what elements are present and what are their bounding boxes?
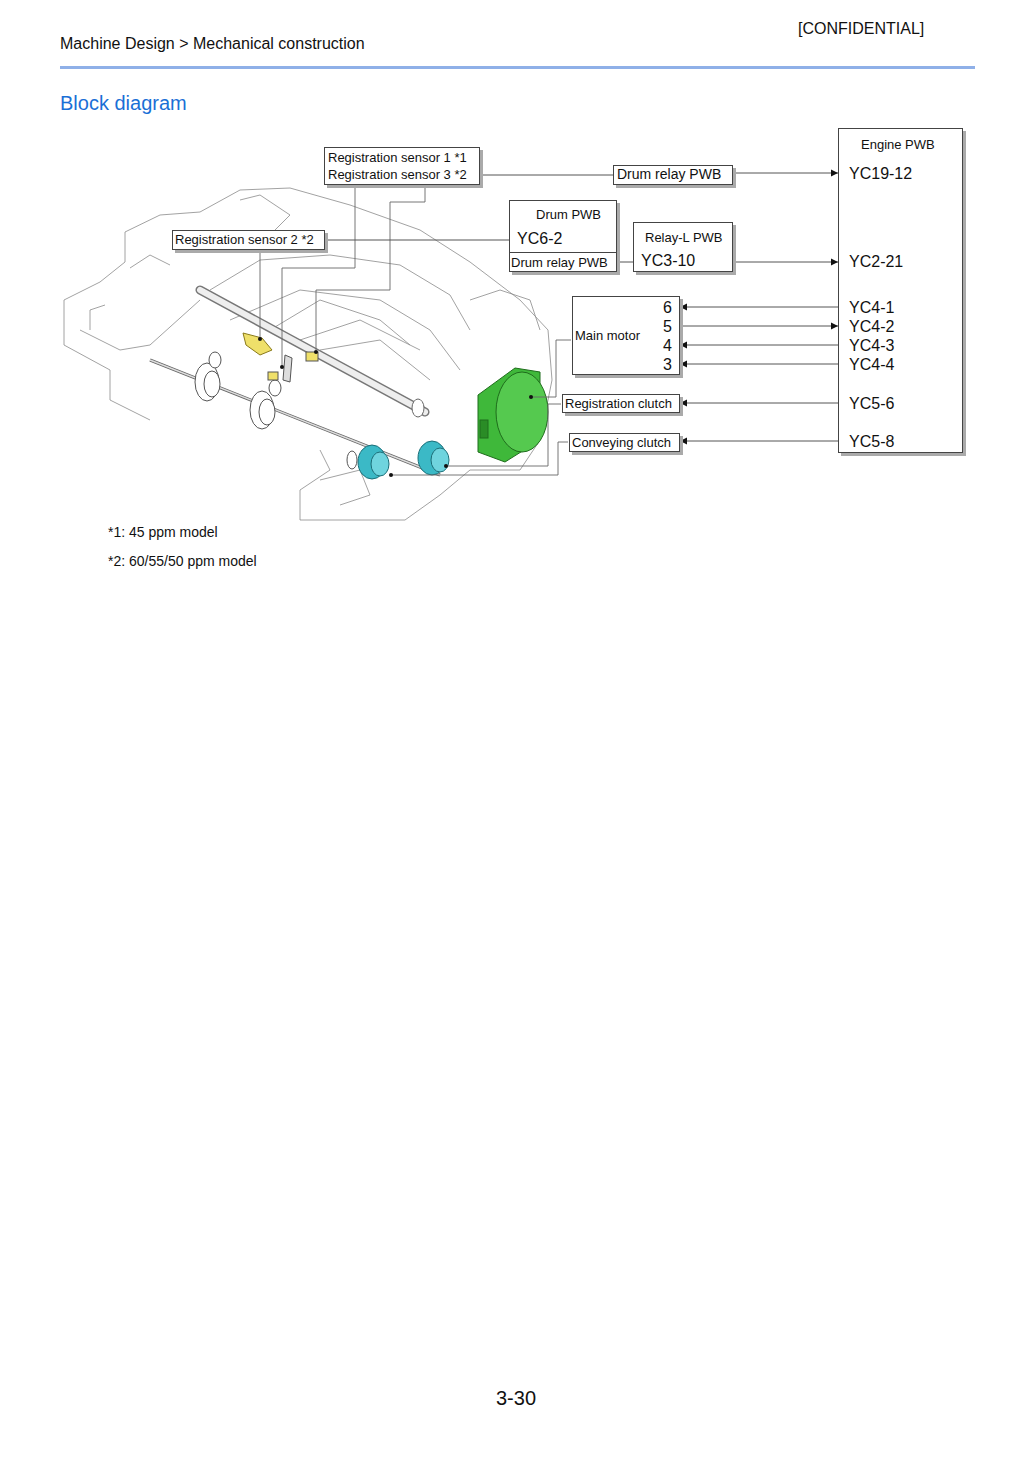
node-text: Main motor	[575, 329, 640, 343]
frame-outline	[64, 188, 552, 520]
main-motor-symbol	[478, 368, 548, 462]
conveying-clutch-symbol	[347, 445, 389, 479]
node-text: YC4-3	[849, 337, 894, 355]
footnote: *1: 45 ppm model	[108, 524, 218, 540]
node-text: YC6-2	[517, 230, 562, 248]
drum-pwb-box: Drum PWB YC6-2Drum relay PWB	[509, 200, 617, 272]
drum-relay-pwb-box: Drum relay PWB	[509, 252, 617, 273]
signal-connector	[325, 240, 509, 241]
signal-connector	[733, 170, 838, 177]
node-text: YC4-2	[849, 318, 894, 336]
drum-relay-pwb-box: Drum relay PWB	[613, 165, 733, 185]
node-text: YC4-1	[849, 299, 894, 317]
signal-connector	[680, 323, 838, 330]
page-number: 3-30	[496, 1387, 536, 1410]
upper-roller	[200, 290, 425, 417]
sensor-label-box: Registration sensor 2 *2	[172, 230, 325, 250]
main-motor-box: Main motor 6543	[572, 296, 680, 375]
node-text: Drum relay PWB	[617, 167, 721, 182]
node-text: Engine PWB	[861, 138, 935, 152]
node-text: YC3-10	[641, 252, 695, 270]
node-text: Registration sensor 1 *1	[328, 151, 467, 165]
sensor-label-box: Registration sensor 1 *1 Registration sen…	[324, 147, 480, 185]
signal-connector	[680, 400, 838, 407]
signal-connector	[680, 438, 838, 445]
registration-sensor-symbols	[243, 333, 318, 382]
engine-pwb-box: Engine PWBYC19-12YC2-21YC4-1YC4-2YC4-3YC…	[838, 128, 963, 453]
node-text: YC5-8	[849, 433, 894, 451]
node-text: YC19-12	[849, 165, 912, 183]
footnote: *2: 60/55/50 ppm model	[108, 553, 257, 569]
signal-connector	[480, 175, 613, 176]
clutch-label-box: Registration clutch	[562, 394, 680, 413]
node-text: YC4-4	[849, 356, 894, 374]
relay-l-pwb-box: Relay-L PWB YC3-10	[633, 222, 733, 272]
node-text: Registration sensor 3 *2	[328, 168, 467, 182]
registration-clutch-symbol	[418, 441, 449, 475]
breadcrumb: Machine Design > Mechanical construction	[60, 35, 365, 53]
node-text: 3	[663, 356, 672, 374]
node-text: Drum relay PWB	[511, 256, 608, 270]
node-text: Registration sensor 2 *2	[175, 233, 314, 247]
node-text: Conveying clutch	[572, 436, 671, 450]
node-text: 4	[663, 337, 672, 355]
signal-connector	[680, 361, 838, 368]
leader-dots	[258, 337, 533, 477]
lower-shaft	[150, 360, 440, 475]
header-rule	[60, 66, 975, 69]
node-text: Relay-L PWB	[645, 231, 723, 245]
node-text: YC2-21	[849, 253, 903, 271]
clutch-label-box: Conveying clutch	[569, 433, 680, 452]
diagram-title: Block diagram	[60, 92, 187, 115]
node-text: YC5-6	[849, 395, 894, 413]
node-text: Registration clutch	[565, 397, 672, 411]
node-text: Drum PWB	[536, 208, 601, 222]
signal-connector	[680, 342, 838, 349]
confidential-mark: [CONFIDENTIAL]	[798, 20, 924, 38]
signal-connector	[680, 304, 838, 311]
node-text: 5	[663, 318, 672, 336]
signal-connector	[733, 259, 838, 266]
node-text: 6	[663, 299, 672, 317]
feed-rollers	[195, 352, 281, 429]
signal-connector	[617, 262, 633, 263]
